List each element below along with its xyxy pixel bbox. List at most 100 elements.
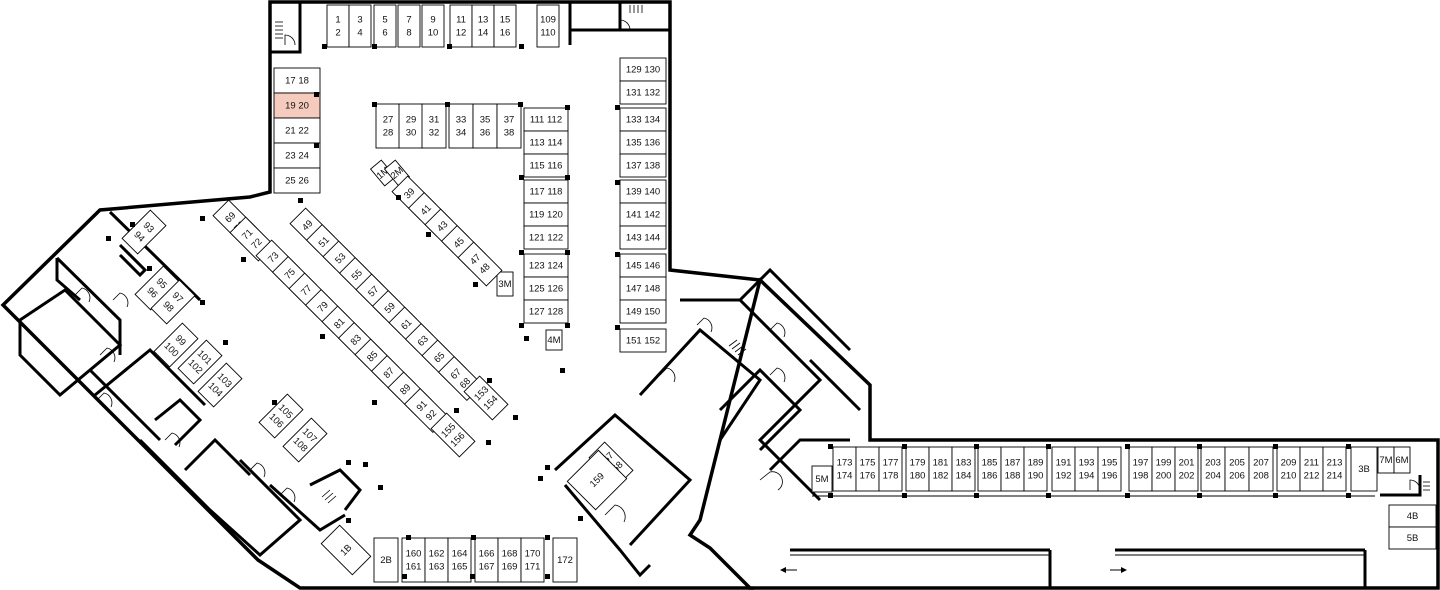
stall-box[interactable] xyxy=(497,537,522,583)
parking-stall[interactable]: 7M xyxy=(1377,446,1395,474)
parking-stall[interactable]: 2M xyxy=(383,159,411,187)
stall-box[interactable] xyxy=(273,142,321,169)
parking-stall[interactable]: 19 20 xyxy=(273,92,321,119)
stall-box[interactable] xyxy=(373,4,397,48)
parking-stall[interactable]: 910 xyxy=(421,4,445,48)
stall-box[interactable] xyxy=(619,80,667,105)
parking-stall[interactable]: 119 120 xyxy=(523,202,569,227)
parking-stall[interactable]: 3B xyxy=(1350,446,1378,492)
parking-stall[interactable]: 5B xyxy=(1388,526,1437,550)
parking-stall[interactable]: 34 xyxy=(348,4,372,48)
stall-box[interactable] xyxy=(421,103,447,149)
stall-box[interactable] xyxy=(1151,446,1176,492)
stall-box[interactable] xyxy=(523,299,569,324)
stall-box[interactable] xyxy=(566,449,628,511)
stall-box[interactable] xyxy=(928,446,953,492)
stall-box[interactable] xyxy=(878,446,903,492)
parking-stall[interactable]: 6M xyxy=(1393,446,1411,474)
parking-stall[interactable]: 56 xyxy=(373,4,397,48)
stall-box[interactable] xyxy=(472,103,498,149)
stall-box[interactable] xyxy=(1097,446,1122,492)
parking-stall[interactable]: 137 138 xyxy=(619,153,667,178)
stall-box[interactable] xyxy=(326,4,350,48)
parking-stall[interactable]: 131 132 xyxy=(619,80,667,105)
parking-stall[interactable]: 143 144 xyxy=(619,225,667,250)
stall-box[interactable] xyxy=(348,4,372,48)
stall-box[interactable] xyxy=(545,329,563,351)
parking-stall[interactable]: 12 xyxy=(326,4,350,48)
stall-box[interactable] xyxy=(1224,446,1250,492)
parking-stall[interactable]: 111 112 xyxy=(523,107,569,132)
stall-box[interactable] xyxy=(1000,446,1025,492)
stall-box[interactable] xyxy=(619,225,667,250)
stall-box[interactable] xyxy=(811,465,833,493)
stall-box[interactable] xyxy=(619,328,667,353)
parking-stall[interactable]: 113 114 xyxy=(523,130,569,155)
parking-stall[interactable]: 78 xyxy=(397,4,421,48)
parking-stall[interactable]: 23 24 xyxy=(273,142,321,169)
stall-box[interactable] xyxy=(398,103,424,149)
parking-stall[interactable]: 133 134 xyxy=(619,107,667,132)
stall-box[interactable] xyxy=(855,446,880,492)
stall-box[interactable] xyxy=(375,103,401,149)
stall-box[interactable] xyxy=(457,241,503,287)
stall-box[interactable] xyxy=(373,537,399,583)
stall-box[interactable] xyxy=(523,153,569,178)
stall-box[interactable] xyxy=(421,4,445,48)
parking-stall[interactable]: 21 22 xyxy=(273,117,321,144)
stall-box[interactable] xyxy=(520,537,545,583)
stall-box[interactable] xyxy=(523,225,569,250)
stall-box[interactable] xyxy=(1051,446,1076,492)
parking-stall[interactable]: 147 148 xyxy=(619,276,667,301)
parking-stall[interactable]: 3M xyxy=(496,271,514,297)
stall-box[interactable] xyxy=(536,4,560,48)
stall-box[interactable] xyxy=(463,375,509,421)
stall-box[interactable] xyxy=(448,103,474,149)
stall-box[interactable] xyxy=(1276,446,1301,492)
stall-box[interactable] xyxy=(177,339,223,385)
parking-stall[interactable]: 1B xyxy=(320,524,372,576)
stall-box[interactable] xyxy=(430,412,476,458)
stall-box[interactable] xyxy=(1393,446,1411,474)
stall-box[interactable] xyxy=(1023,446,1048,492)
parking-stall[interactable]: 129 130 xyxy=(619,57,667,82)
parking-stall[interactable]: 149 150 xyxy=(619,299,667,324)
parking-stall[interactable]: 115 116 xyxy=(523,153,569,178)
stall-box[interactable] xyxy=(197,362,243,408)
stall-box[interactable] xyxy=(320,524,372,576)
parking-stall[interactable]: 123 124 xyxy=(523,253,569,278)
parking-stall[interactable]: 145 146 xyxy=(619,253,667,278)
stall-box[interactable] xyxy=(1128,446,1153,492)
stall-box[interactable] xyxy=(474,537,499,583)
